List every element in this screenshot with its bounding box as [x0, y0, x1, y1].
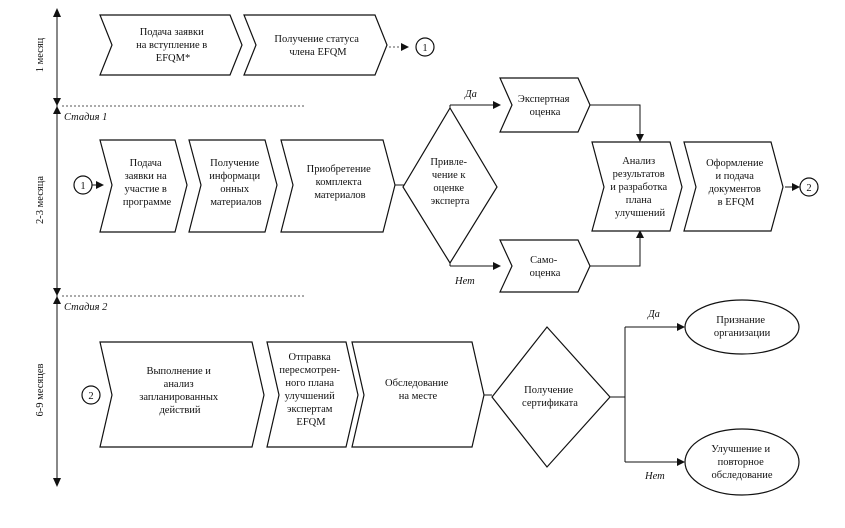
- connector-2-in-label: 2: [88, 391, 93, 402]
- certificate-label: Получение сертификата: [522, 385, 578, 409]
- expert-assessment-step: [499, 77, 591, 133]
- timeline-arrow-bottom: [53, 478, 61, 487]
- self-assessment-step: [499, 239, 591, 293]
- apply-program-label: Подача заявки на участие в программе: [123, 158, 172, 208]
- expert-to-analysis-arrow: [590, 104, 644, 142]
- period-label-3: 6-9 месяцев: [35, 364, 46, 417]
- send-plan-label: Отправка пересмотрен- ного плана улучшен…: [279, 352, 342, 428]
- acquire-kit-label: Приобретение комплекта материалов: [307, 164, 374, 201]
- timeline-tick-3: [53, 288, 61, 296]
- membership-status-step: [243, 14, 388, 76]
- submit-docs-step: [683, 141, 784, 232]
- stage-label-1: Стадия 1: [64, 112, 107, 123]
- analysis-step: [591, 141, 683, 232]
- connector-1-out-label: 1: [422, 43, 427, 54]
- connector-1-in-label: 1: [80, 181, 85, 192]
- no-label-1: Нет: [454, 276, 475, 287]
- connector-2-out: [799, 177, 819, 197]
- timeline: 1 месяц 2-3 месяца 6-9 месяцев: [35, 8, 61, 487]
- timeline-tick-1: [53, 98, 61, 106]
- receive-info-step: [188, 139, 278, 233]
- execution-step: [99, 341, 265, 448]
- improvement-outcome: [684, 428, 800, 496]
- yes-label-2: Да: [647, 309, 660, 320]
- no-label-2: Нет: [644, 471, 665, 482]
- certificate-decision: [491, 326, 611, 468]
- timeline-tick-4: [53, 296, 61, 304]
- execution-label: Выполнение и анализ запланированных дейс…: [139, 366, 221, 416]
- period-label-2: 2-3 месяца: [35, 176, 46, 224]
- site-visit-step: [351, 341, 485, 448]
- timeline-arrow-top: [53, 8, 61, 17]
- timeline-tick-2: [53, 106, 61, 114]
- connector-2-out-label: 2: [806, 183, 811, 194]
- expert-assessment-label: Экспертная оценка: [518, 94, 572, 118]
- receive-info-label: Получение информаци онных материалов: [209, 158, 262, 208]
- stage-label-2: Стадия 2: [64, 302, 108, 313]
- site-visit-label: Обследование на месте: [385, 378, 451, 402]
- apply-efqm-step: [99, 14, 243, 76]
- connector-1-out: [415, 37, 435, 57]
- acquire-kit-step: [280, 139, 396, 233]
- connector-2-in: [81, 385, 101, 405]
- membership-status-label: Получение статуса члена EFQM: [274, 34, 361, 58]
- yes-label-1: Да: [464, 89, 477, 100]
- self-to-analysis-arrow: [590, 230, 644, 267]
- improvement-label: Улучшение и повторное обследование: [711, 444, 773, 481]
- send-plan-step: [266, 341, 359, 448]
- self-assessment-label: Само- оценка: [530, 255, 561, 279]
- period-label-1: 1 месяц: [35, 37, 46, 72]
- submit-docs-label: Оформление и подача документов в EFQM: [706, 158, 766, 208]
- apply-efqm-label: Подача заявки на вступление в EFQM*: [136, 27, 210, 64]
- expert-involvement-label: Привле- чение к оценке эксперта: [430, 157, 469, 207]
- recognition-outcome: [684, 299, 800, 355]
- analysis-label: Анализ результатов и разработка плана ул…: [610, 156, 669, 219]
- apply-program-step: [99, 139, 188, 233]
- recognition-label: Признание организации: [714, 315, 771, 339]
